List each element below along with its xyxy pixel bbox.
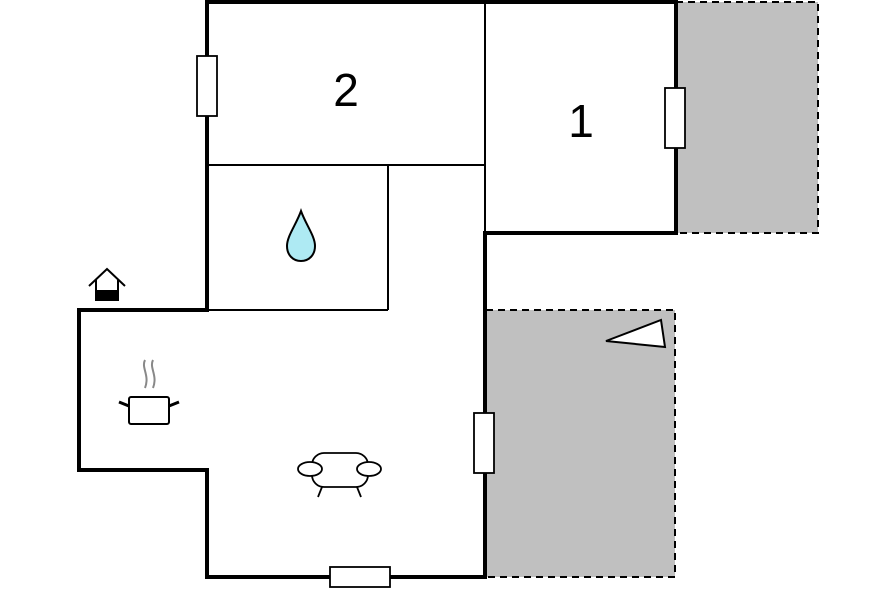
window-room-2	[196, 55, 218, 117]
window-living-bottom	[329, 566, 391, 588]
sofa-icon	[297, 452, 382, 498]
room-label-1: 1	[568, 95, 594, 147]
compass-north-icon	[605, 318, 667, 349]
window-living-right	[473, 412, 495, 474]
room-label-2: 2	[333, 64, 359, 116]
house-entrance-icon	[88, 267, 126, 301]
water-drop-icon	[285, 208, 317, 263]
terrace-lower-right	[485, 309, 676, 578]
window-room-1	[664, 87, 686, 149]
outer-wall	[77, 0, 678, 579]
cooking-pot-icon	[118, 359, 180, 425]
terrace-upper-right	[675, 1, 819, 234]
